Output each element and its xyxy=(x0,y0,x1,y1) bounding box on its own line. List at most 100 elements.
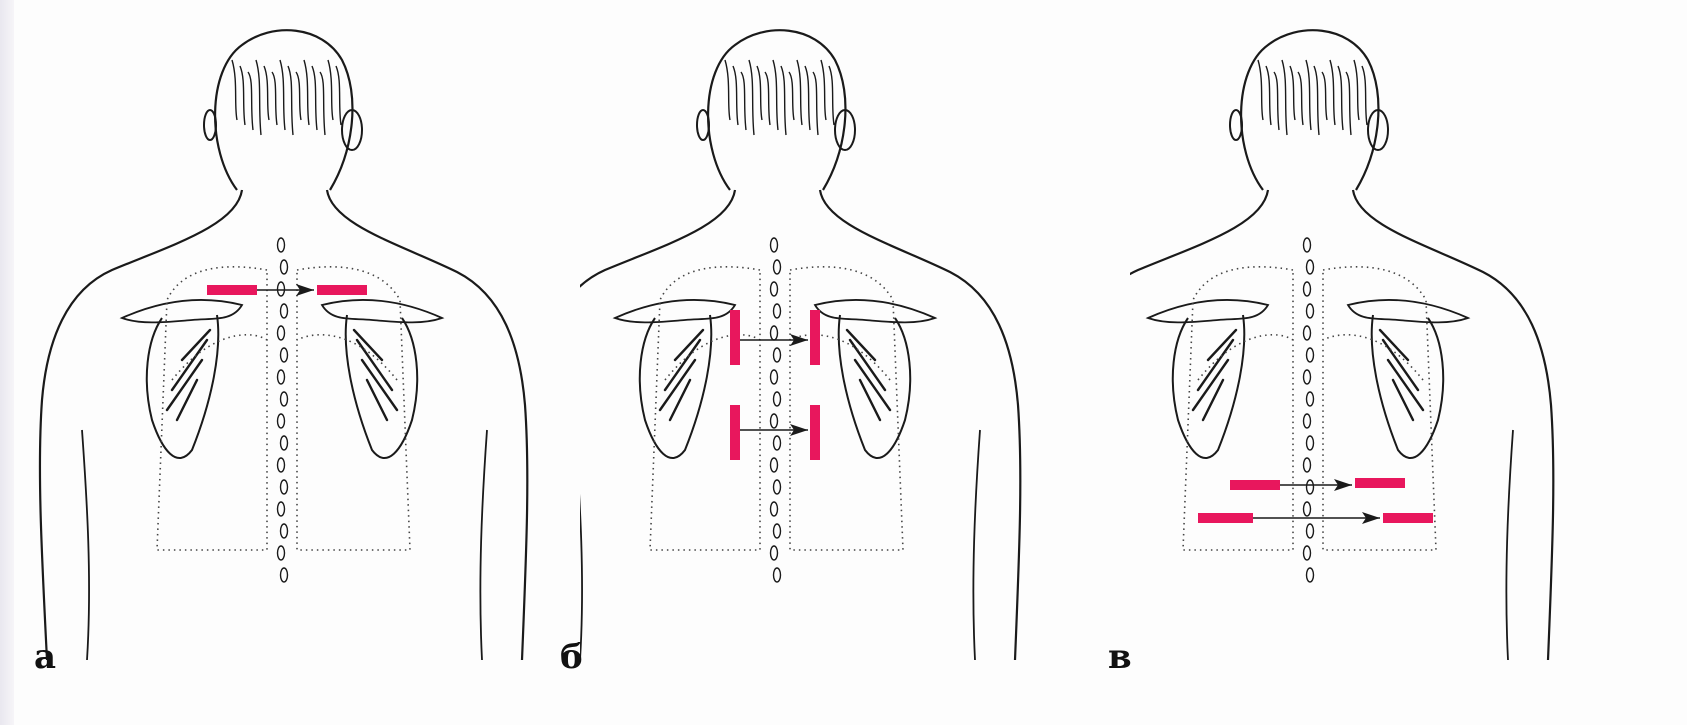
scapula-shading xyxy=(354,330,397,420)
vertebra xyxy=(281,348,288,362)
back-figure-a xyxy=(20,0,580,725)
left-ear xyxy=(1230,110,1242,140)
hair-stroke xyxy=(336,66,341,125)
vertebra xyxy=(1307,260,1314,274)
hair-stroke xyxy=(280,60,285,130)
hair-stroke xyxy=(272,72,277,125)
vertebra xyxy=(774,480,781,494)
torso-outline xyxy=(1130,190,1553,660)
hair-stroke xyxy=(821,60,826,120)
hair-stroke xyxy=(1362,66,1367,125)
body-outline xyxy=(40,30,527,660)
scapula-shading xyxy=(167,330,210,420)
hair-stroke xyxy=(312,66,317,130)
vertebra xyxy=(278,458,285,472)
left-ear xyxy=(204,110,216,140)
left-acromion xyxy=(615,300,735,322)
scapula-shading xyxy=(660,330,703,420)
vertebra xyxy=(281,260,288,274)
hair-stroke xyxy=(264,66,269,120)
vertebra xyxy=(774,568,781,582)
hair-stroke xyxy=(328,60,333,120)
vertebra xyxy=(1307,392,1314,406)
hair-strokes xyxy=(1258,60,1367,135)
vertebra xyxy=(278,370,285,384)
vertebra xyxy=(774,304,781,318)
lung-outlines xyxy=(157,267,410,550)
vertebra xyxy=(771,502,778,516)
vertebra xyxy=(1307,436,1314,450)
lung-outlines xyxy=(1183,267,1436,550)
vertebra xyxy=(771,458,778,472)
panel-c: в xyxy=(1130,0,1687,725)
hair-stroke xyxy=(1274,72,1279,130)
panel-b: б xyxy=(580,0,1140,725)
hair-stroke xyxy=(240,66,245,125)
vertebra xyxy=(281,436,288,450)
vertebra xyxy=(1304,238,1311,252)
hair-stroke xyxy=(813,72,818,135)
vertebra xyxy=(281,524,288,538)
arm-lines xyxy=(1130,430,1513,660)
panel-label-a: а xyxy=(34,640,56,674)
hair-stroke xyxy=(248,72,253,130)
spine xyxy=(771,238,781,582)
vertebra xyxy=(278,282,285,296)
hair-stroke xyxy=(733,66,738,125)
hair-stroke xyxy=(781,66,786,135)
hair-stroke xyxy=(232,60,237,120)
vertebra xyxy=(1304,546,1311,560)
vertebra xyxy=(771,326,778,340)
percussion-marks-c xyxy=(1198,479,1433,524)
vertebra xyxy=(278,502,285,516)
vertebra xyxy=(281,568,288,582)
vertebra xyxy=(281,480,288,494)
vertebra xyxy=(774,348,781,362)
hair-stroke xyxy=(773,60,778,130)
arm-lines xyxy=(580,430,980,660)
hair-stroke xyxy=(1266,66,1271,125)
right-acromion xyxy=(322,300,442,322)
lung-outlines xyxy=(650,267,903,550)
vertebra xyxy=(278,546,285,560)
vertebra xyxy=(281,392,288,406)
hair-stroke xyxy=(1330,60,1335,125)
panel-a: а xyxy=(20,0,580,725)
vertebra xyxy=(771,238,778,252)
vertebra xyxy=(278,326,285,340)
hair-stroke xyxy=(256,60,261,135)
body-outline xyxy=(580,30,1020,660)
left-acromion xyxy=(122,300,242,322)
hair-stroke xyxy=(1306,60,1311,130)
vertebra xyxy=(774,260,781,274)
panel-label-c: в xyxy=(1108,640,1132,674)
vertebra xyxy=(771,282,778,296)
hair-strokes xyxy=(232,60,341,135)
vertebra xyxy=(1304,458,1311,472)
page-edge xyxy=(0,0,14,725)
scapula-shading xyxy=(1193,330,1236,420)
left-acromion xyxy=(1148,300,1268,322)
hair-stroke xyxy=(797,60,802,125)
hair-stroke xyxy=(749,60,754,135)
hair-stroke xyxy=(1314,66,1319,135)
percussion-marks-a xyxy=(207,284,367,296)
vertebra xyxy=(1304,502,1311,516)
scapula-shading xyxy=(1380,330,1423,420)
spine xyxy=(1304,238,1314,582)
vertebra xyxy=(1307,480,1314,494)
hair-stroke xyxy=(725,60,730,120)
vertebra xyxy=(1304,326,1311,340)
hair-stroke xyxy=(1354,60,1359,120)
vertebra xyxy=(1304,370,1311,384)
vertebra xyxy=(1304,282,1311,296)
vertebra xyxy=(774,436,781,450)
hair-stroke xyxy=(1298,72,1303,125)
right-acromion xyxy=(1348,300,1468,322)
vertebra xyxy=(278,238,285,252)
hair-stroke xyxy=(741,72,746,130)
hair-stroke xyxy=(829,66,834,125)
hair-stroke xyxy=(789,72,794,120)
vertebra xyxy=(281,304,288,318)
